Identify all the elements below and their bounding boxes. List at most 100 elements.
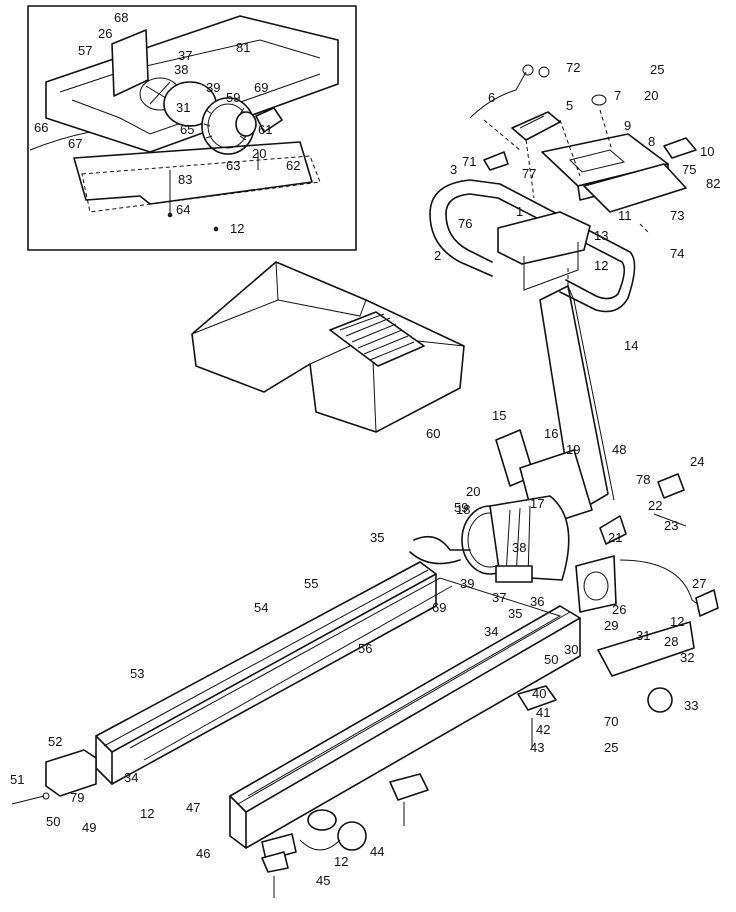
main-part-label: 1	[516, 204, 523, 219]
inset-part-label: 12	[230, 221, 244, 236]
main-part-label: 82	[706, 176, 720, 191]
main-part-label: 72	[566, 60, 580, 75]
main-part-label: 13	[594, 228, 608, 243]
main-part-label: 14	[624, 338, 638, 353]
main-part-label: 20	[644, 88, 658, 103]
main-part-label: 12	[670, 614, 684, 629]
inset-part-label: 83	[178, 172, 192, 187]
inset-part-label: 26	[98, 26, 112, 41]
main-part-label: 74	[670, 246, 684, 261]
main-part-label: 8	[648, 134, 655, 149]
main-part-label: 38	[512, 540, 526, 555]
main-part-label: 36	[530, 594, 544, 609]
inset-part-label: 63	[226, 158, 240, 173]
main-part-label: 3	[450, 162, 457, 177]
main-part-label: 6	[488, 90, 495, 105]
main-part-label: 11	[618, 208, 632, 223]
inset-part-label: 37	[178, 48, 192, 63]
motor-assembly	[409, 429, 719, 617]
inset-part-label: 20	[252, 146, 266, 161]
main-part-label: 55	[304, 576, 318, 591]
main-part-label: 60	[426, 426, 440, 441]
main-part-label: 10	[700, 144, 714, 159]
main-part-label: 19	[566, 442, 580, 457]
main-part-label: 46	[196, 846, 210, 861]
main-part-label: 54	[254, 600, 268, 615]
main-part-label: 23	[664, 518, 678, 533]
main-part-label: 27	[692, 576, 706, 591]
inset-part-label: 67	[68, 136, 82, 151]
main-part-label: 16	[544, 426, 558, 441]
inset-part-label: 62	[286, 158, 300, 173]
main-part-label: 35	[370, 530, 384, 545]
main-part-label: 5	[566, 98, 573, 113]
main-part-label: 30	[564, 642, 578, 657]
main-part-label: 32	[680, 650, 694, 665]
main-part-label: 59	[454, 500, 468, 515]
main-part-label: 34	[124, 770, 138, 785]
main-part-label: 39	[460, 576, 474, 591]
main-part-label: 21	[608, 530, 622, 545]
inset-part-label: 61	[258, 122, 272, 137]
motor-hood	[191, 261, 465, 433]
main-part-label: 40	[532, 686, 546, 701]
main-part-label: 70	[604, 714, 618, 729]
main-part-label: 2	[434, 248, 441, 263]
main-part-label: 78	[636, 472, 650, 487]
main-part-label: 20	[466, 484, 480, 499]
main-part-label: 31	[636, 628, 650, 643]
main-part-label: 75	[682, 162, 696, 177]
main-part-label: 37	[492, 590, 506, 605]
main-part-label: 28	[664, 634, 678, 649]
main-part-label: 34	[484, 624, 498, 639]
treadmill-frame	[11, 561, 695, 898]
inset-part-label: 68	[114, 10, 128, 25]
inset-part-label: 69	[254, 80, 268, 95]
main-part-label: 12	[140, 806, 154, 821]
main-part-label: 25	[604, 740, 618, 755]
main-part-label: 17	[530, 496, 544, 511]
main-part-label: 24	[690, 454, 704, 469]
main-part-label: 44	[370, 844, 384, 859]
main-part-label: 50	[544, 652, 558, 667]
console-assembly	[429, 64, 697, 515]
inset-part-label: 57	[78, 43, 92, 58]
main-part-label: 9	[624, 118, 631, 133]
main-part-label: 56	[358, 641, 372, 656]
main-part-label: 49	[82, 820, 96, 835]
inset-part-label: 65	[180, 122, 194, 137]
main-part-label: 12	[594, 258, 608, 273]
main-part-label: 73	[670, 208, 684, 223]
main-part-label: 43	[530, 740, 544, 755]
main-part-label: 48	[612, 442, 626, 457]
inset-part-label: 39	[206, 80, 220, 95]
inset-part-label: 64	[176, 202, 190, 217]
main-part-label: 42	[536, 722, 550, 737]
inset-part-label: 38	[174, 62, 188, 77]
main-part-label: 7	[614, 88, 621, 103]
main-part-label: 51	[10, 772, 24, 787]
inset-part-label: 81	[236, 40, 250, 55]
main-part-label: 45	[316, 873, 330, 888]
main-part-label: 41	[536, 705, 550, 720]
main-part-label: 26	[612, 602, 626, 617]
main-part-label: 25	[650, 62, 664, 77]
main-part-label: 33	[684, 698, 698, 713]
inset-part-label: 66	[34, 120, 48, 135]
main-part-label: 71	[462, 154, 476, 169]
inset-part-label: 31	[176, 100, 190, 115]
main-part-label: 15	[492, 408, 506, 423]
main-part-label: 22	[648, 498, 662, 513]
main-part-label: 52	[48, 734, 62, 749]
main-part-label: 76	[458, 216, 472, 231]
main-part-label: 35	[508, 606, 522, 621]
main-part-label: 18	[456, 502, 470, 517]
main-part-label: 69	[432, 600, 446, 615]
main-part-label: 79	[70, 790, 84, 805]
main-part-label: 12	[334, 854, 348, 869]
main-part-label: 50	[46, 814, 60, 829]
inset-part-label: 59	[226, 90, 240, 105]
main-part-label: 47	[186, 800, 200, 815]
